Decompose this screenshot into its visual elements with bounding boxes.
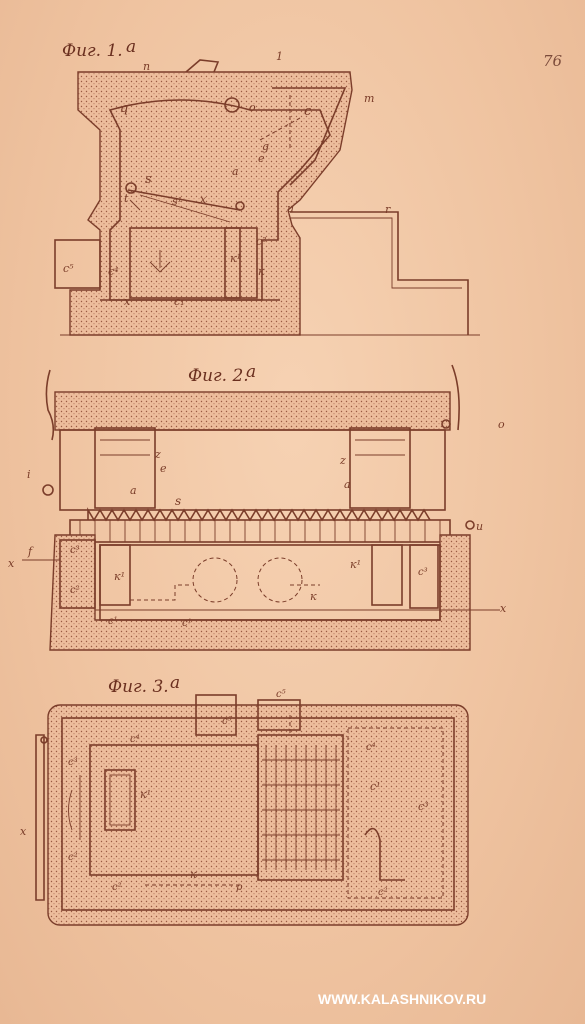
label-c4-a: c⁴	[130, 734, 140, 745]
label-k1-left: к¹	[114, 570, 125, 583]
label-x: x	[20, 825, 27, 838]
label-u: u	[287, 202, 294, 215]
figure-2-title: Фиг. 2.	[188, 366, 249, 386]
label-q: q	[120, 101, 128, 116]
label-u: u	[476, 520, 483, 533]
label-c3-left: c³	[68, 757, 78, 768]
label-c1-mid: c¹	[182, 618, 192, 629]
label-s1: s¹	[172, 195, 182, 208]
label-x-bottom: x	[124, 295, 131, 308]
page-number: 76	[543, 52, 563, 70]
figure-2-mark: а	[246, 362, 256, 382]
label-n: n	[143, 60, 150, 73]
label-t: t	[124, 192, 129, 205]
label-c1: c₁	[174, 295, 185, 308]
label-m: m	[364, 92, 374, 105]
figure-1: Фиг. 1. а	[54, 37, 480, 336]
figure-3-labels: c⁵ c⁵ c⁴ c⁴ c³ к¹ c¹ c³ c² к p c² c² x	[20, 689, 429, 898]
label-c3-right: c³	[418, 567, 428, 578]
label-a: a	[130, 484, 137, 497]
figure-1-mark: а	[126, 37, 136, 57]
label-o: o	[498, 418, 505, 431]
label-s: s	[145, 172, 152, 187]
label-g: g	[262, 140, 269, 153]
label-c3: c³	[70, 545, 80, 556]
label-a-right: a	[344, 478, 351, 491]
label-x: x	[200, 193, 207, 206]
label-i: i	[27, 468, 31, 481]
label-f: f	[27, 545, 34, 558]
label-p: p	[236, 882, 243, 893]
label-c2-right: c²	[378, 887, 388, 898]
label-c2: c²	[70, 585, 80, 596]
label-o: o	[249, 101, 256, 114]
label-k: к	[190, 868, 197, 881]
watermark-text: WWW.KALASHNIKOV.RU	[318, 991, 486, 1007]
label-c2: c²	[256, 235, 267, 248]
figure-3: Фиг. 3. а	[35, 673, 469, 926]
label-c1: c¹	[370, 780, 381, 793]
label-k: к	[310, 590, 317, 603]
label-c5-b: c⁵	[276, 689, 286, 700]
label-k1: к¹	[230, 252, 241, 265]
figure-1-labels: n 1 q o c m g e a s s¹ x t u r c² c⁵ c⁴ …	[63, 50, 391, 308]
figure-3-mark: а	[170, 673, 180, 693]
label-c2-mid: c²	[112, 882, 122, 893]
label-x-right: x	[500, 602, 507, 615]
label-r: r	[385, 203, 391, 216]
label-c2-left: c²	[68, 852, 78, 863]
label-x-left: x	[8, 557, 15, 570]
label-c4-b: c⁴	[366, 742, 376, 753]
label-c5-a: c⁵	[222, 716, 232, 727]
label-1: 1	[276, 50, 283, 63]
figure-2-labels: o i z e a z a s u f c³ c² c¹ c¹ к¹ к к¹ …	[8, 418, 507, 629]
label-e: e	[258, 152, 265, 165]
label-k: к	[258, 265, 265, 278]
label-z: z	[154, 448, 161, 461]
figure-2: Фиг. 2. а	[22, 362, 500, 651]
label-c1-left: c¹	[108, 616, 118, 627]
label-k1-right: к¹	[350, 558, 361, 571]
label-k1: к¹	[140, 788, 151, 801]
label-z-right: z	[339, 454, 346, 467]
figure-3-title: Фиг. 3.	[108, 677, 169, 697]
label-a: a	[232, 165, 239, 178]
label-c: c	[304, 104, 312, 119]
figure-1-title: Фиг. 1.	[62, 41, 123, 61]
label-c4: c⁴	[108, 265, 119, 278]
label-e: e	[160, 462, 167, 475]
label-c5: c⁵	[63, 262, 74, 275]
label-c3-right: c³	[418, 800, 429, 813]
label-s: s	[175, 494, 181, 508]
